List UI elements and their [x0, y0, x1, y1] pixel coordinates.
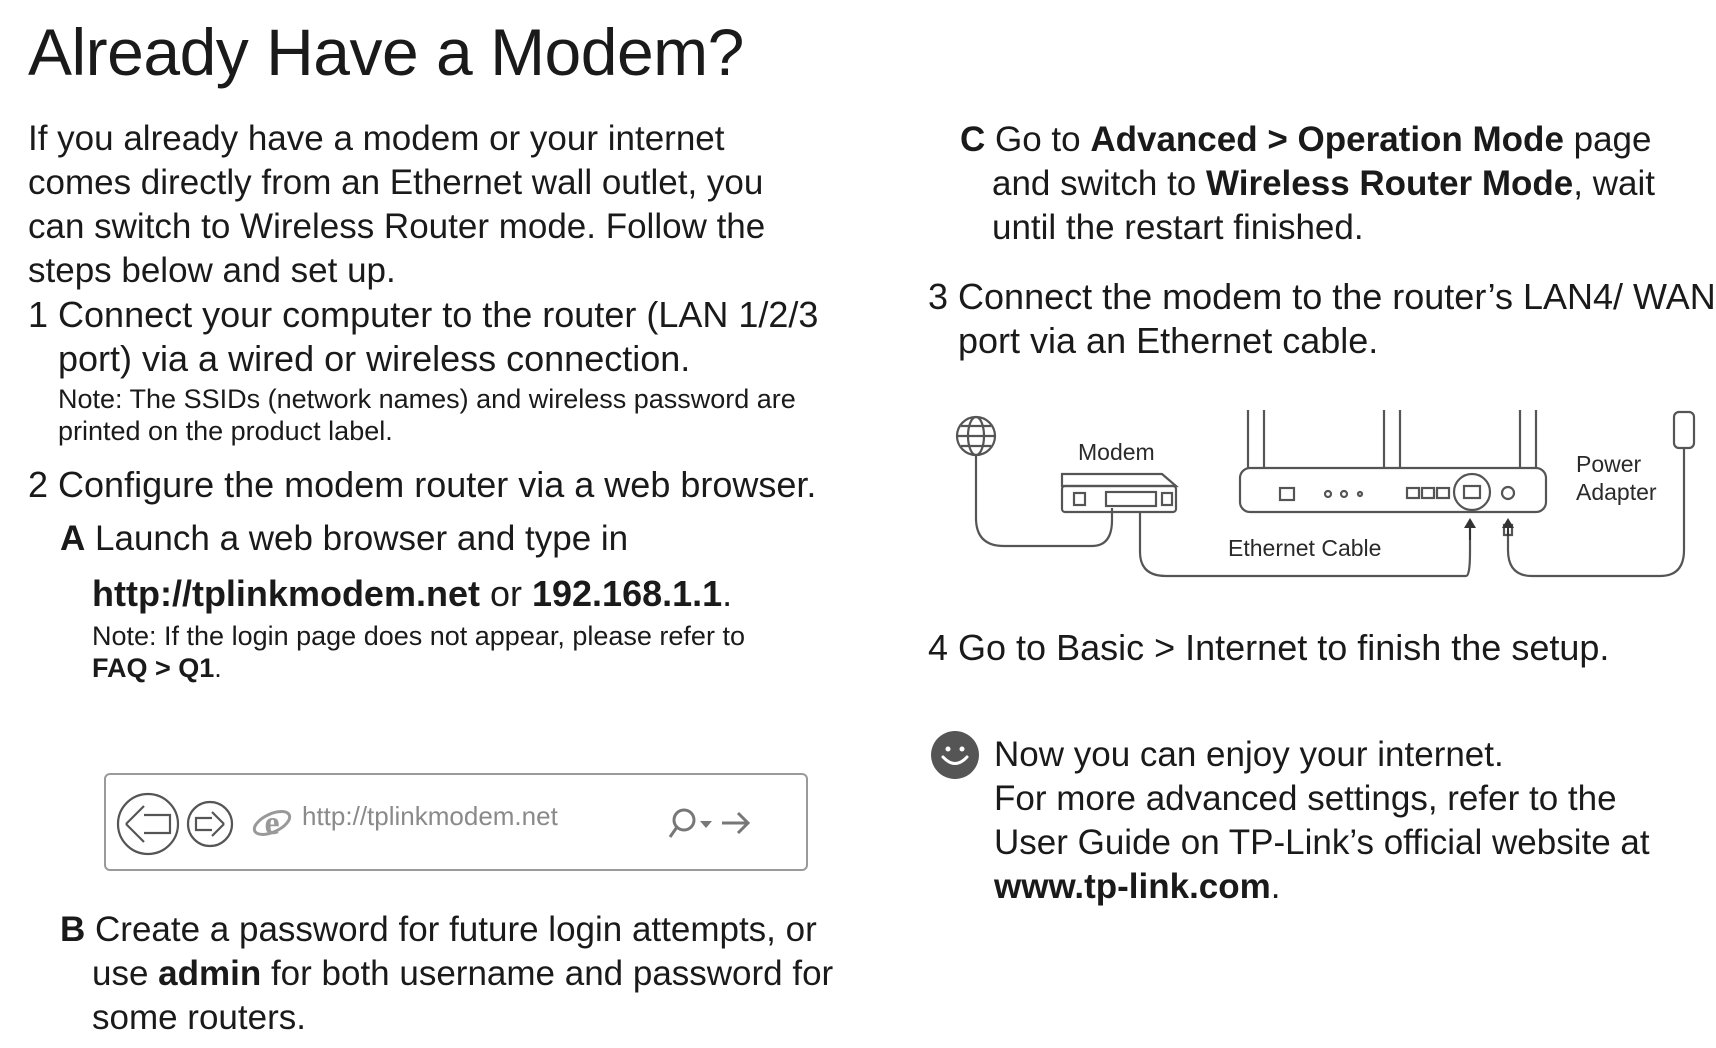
power-adapter-icon [1672, 410, 1696, 450]
search-icon [668, 808, 696, 838]
step-2c-prefix: C [960, 120, 986, 159]
ethernet-cable [1138, 512, 1472, 578]
browser-url-text: http://tplinkmodem.net [302, 801, 558, 831]
step-1-text: 1 Connect your computer to the router (L… [28, 294, 819, 379]
power-adapter-label-2: Adapter [1576, 479, 1657, 505]
step-2a-note-end: . [214, 653, 222, 683]
browser-nav-icons [116, 792, 234, 856]
step-2a-note: Note: If the login page does not appear,… [92, 620, 792, 684]
step-2b-prefix: B [60, 910, 86, 949]
router-antennas [1246, 410, 1538, 468]
modem-device [1060, 472, 1179, 514]
step-1: 1 Connect your computer to the router (L… [28, 293, 828, 447]
step-2c-text-3: , wait until the restart finished. [992, 164, 1655, 247]
final-line-2-end: . [1270, 867, 1281, 906]
internet-globe-icon [955, 415, 997, 457]
ie-browser-icon: e [252, 805, 292, 842]
wall-cable [974, 455, 1114, 548]
step-2a-text: Launch a web browser and type in [95, 519, 629, 558]
step-1-note: Note: The SSIDs (network names) and wire… [58, 384, 796, 446]
step-2a-prefix: A [60, 519, 86, 558]
final-line-2-text: For more advanced settings, refer to the… [994, 779, 1650, 862]
svg-text:e: e [264, 805, 279, 842]
intro-paragraph: If you already have a modem or your inte… [28, 119, 766, 290]
wan-port-highlight [1452, 472, 1492, 512]
browser-address-bar: e http://tplinkmodem.net [104, 773, 808, 871]
go-arrow-icon [722, 811, 751, 835]
step-2b-admin: admin [158, 954, 262, 993]
step-2c: C Go to Advanced > Operation Mode page a… [960, 118, 1712, 250]
forward-arrow-icon [186, 800, 234, 848]
back-arrow-icon [116, 792, 180, 856]
step-3-text: 3 Connect the modem to the router’s LAN4… [928, 276, 1716, 361]
step-2c-text-2: page and switch to [992, 120, 1652, 203]
step-2a-url: http://tplinkmodem.net [92, 573, 480, 614]
step-2a-note-faq: FAQ > Q1 [92, 653, 215, 683]
step-2b-text-end: for both username and password for some … [92, 954, 834, 1037]
connection-diagram [955, 410, 1696, 578]
final-note: Now you can enjoy your internet. For mor… [994, 733, 1694, 909]
router-power-port [1278, 486, 1296, 502]
modem-label: Modem [1078, 439, 1155, 465]
step-4-text: 4 Go to Basic > Internet to finish the s… [928, 627, 1610, 668]
step-2c-bold-2: Wireless Router Mode [1206, 164, 1574, 203]
search-go-icons [668, 808, 751, 838]
step-2a: A Launch a web browser and type in http:… [60, 517, 820, 684]
step-2a-end: . [722, 573, 733, 614]
page-title: Already Have a Modem? [28, 15, 744, 89]
website-link[interactable]: www.tp-link.com [994, 867, 1271, 906]
smiley-icon [931, 731, 979, 779]
chevron-down-icon [700, 821, 712, 828]
step-2c-text-1: Go to [995, 120, 1091, 159]
step-2b-text: Create a password for future login attem… [92, 910, 817, 993]
step-2a-or: or [479, 573, 532, 614]
final-line-1: Now you can enjoy your internet. [994, 735, 1504, 774]
power-cable [1506, 448, 1686, 578]
step-2-text: 2 Configure the modem router via a web b… [28, 464, 817, 505]
step-2a-ip: 192.168.1.1 [531, 573, 723, 614]
router-device [1238, 466, 1548, 514]
power-adapter-label-1: Power [1576, 451, 1642, 477]
step-2c-bold-1: Advanced > Operation Mode [1090, 120, 1564, 159]
final-line-2: For more advanced settings, refer to the… [994, 777, 1694, 909]
step-2b: B Create a password for future login att… [60, 908, 852, 1040]
ethernet-cable-label: Ethernet Cable [1228, 535, 1382, 561]
step-2a-note-text: Note: If the login page does not appear,… [92, 621, 745, 651]
connection-arrows [1464, 518, 1514, 528]
